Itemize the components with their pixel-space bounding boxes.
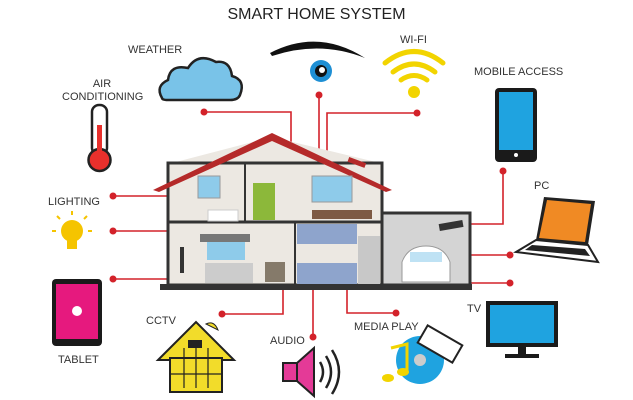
diagram-title: SMART HOME SYSTEM xyxy=(227,6,406,23)
media-disc-icon xyxy=(382,323,464,384)
connector-ac xyxy=(113,195,169,205)
label-lighting: LIGHTING xyxy=(48,196,100,208)
connector-mobile xyxy=(470,171,504,225)
circuit-house-icon xyxy=(155,320,237,393)
label-pc: PC xyxy=(534,180,550,192)
tablet-icon xyxy=(52,279,102,346)
label-wifi: WI-FI xyxy=(400,34,427,46)
label-air-conditioning-line1: AIR xyxy=(92,78,112,90)
connector-media xyxy=(346,290,396,314)
connector-weather xyxy=(204,111,292,150)
speaker-icon xyxy=(282,345,341,399)
label-air-conditioning-line2: CONDITIONING xyxy=(62,91,144,103)
house-illustration xyxy=(153,133,472,290)
label-audio: AUDIO xyxy=(270,335,305,347)
eye-icon xyxy=(270,41,365,82)
cloud-icon xyxy=(158,56,243,102)
label-cctv: CCTV xyxy=(146,315,176,327)
light-bulb-icon xyxy=(52,211,92,249)
connector-dots xyxy=(109,91,514,341)
connector-cctv xyxy=(222,290,284,315)
thermometer-icon xyxy=(87,103,112,173)
label-mobile-access: MOBILE ACCESS xyxy=(474,66,564,78)
label-tablet: TABLET xyxy=(58,354,99,366)
connector-wifi xyxy=(326,112,417,160)
label-tv: TV xyxy=(467,303,482,315)
tv-icon xyxy=(486,301,558,358)
wifi-icon xyxy=(382,49,446,98)
label-weather: WEATHER xyxy=(128,44,183,56)
laptop-icon xyxy=(512,197,600,264)
mobile-phone-icon xyxy=(495,88,537,162)
label-media-play: MEDIA PLAY xyxy=(354,321,419,333)
